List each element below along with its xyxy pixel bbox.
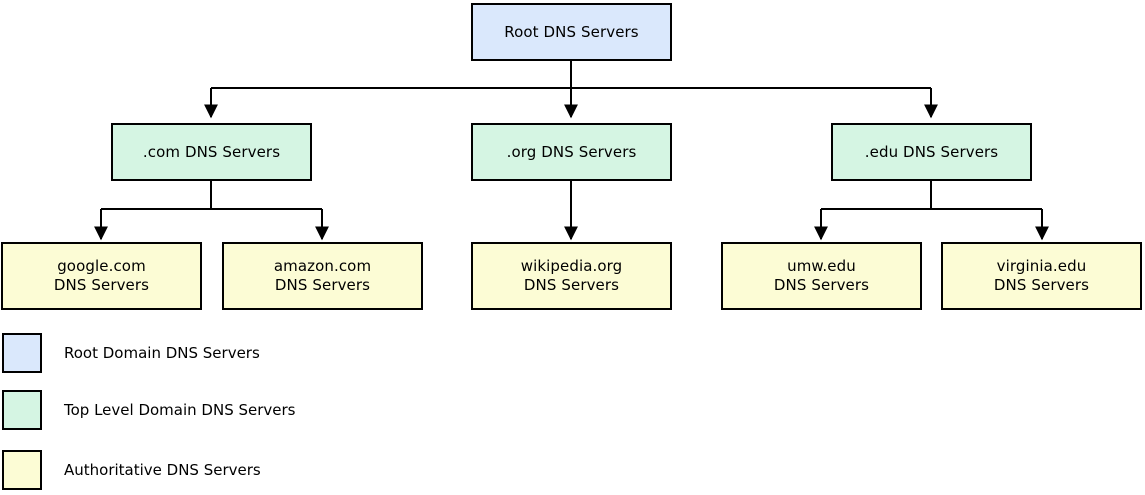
node-umw-edu-dns-servers[interactable]: umw.edu DNS Servers	[721, 242, 922, 310]
legend-swatch-top-level-domain	[2, 390, 42, 430]
node-edu-dns-servers[interactable]: .edu DNS Servers	[831, 123, 1032, 181]
node-com-dns-servers[interactable]: .com DNS Servers	[111, 123, 312, 181]
legend-swatch-root-domain	[2, 333, 42, 373]
legend-label-root-domain: Root Domain DNS Servers	[64, 343, 260, 362]
node-wikipedia-org-dns-servers[interactable]: wikipedia.org DNS Servers	[471, 242, 672, 310]
legend-item-root-domain: Root Domain DNS Servers	[0, 333, 260, 373]
node-virginia-edu-dns-servers[interactable]: virginia.edu DNS Servers	[941, 242, 1142, 310]
legend-label-top-level-domain: Top Level Domain DNS Servers	[64, 400, 296, 419]
legend-label-authoritative: Authoritative DNS Servers	[64, 460, 261, 479]
legend-swatch-authoritative	[2, 450, 42, 490]
node-amazon-com-dns-servers[interactable]: amazon.com DNS Servers	[222, 242, 423, 310]
node-google-com-dns-servers[interactable]: google.com DNS Servers	[1, 242, 202, 310]
node-org-dns-servers[interactable]: .org DNS Servers	[471, 123, 672, 181]
node-root-dns-servers[interactable]: Root DNS Servers	[471, 3, 672, 61]
legend-item-authoritative: Authoritative DNS Servers	[0, 450, 261, 490]
legend-item-top-level-domain: Top Level Domain DNS Servers	[0, 390, 295, 430]
